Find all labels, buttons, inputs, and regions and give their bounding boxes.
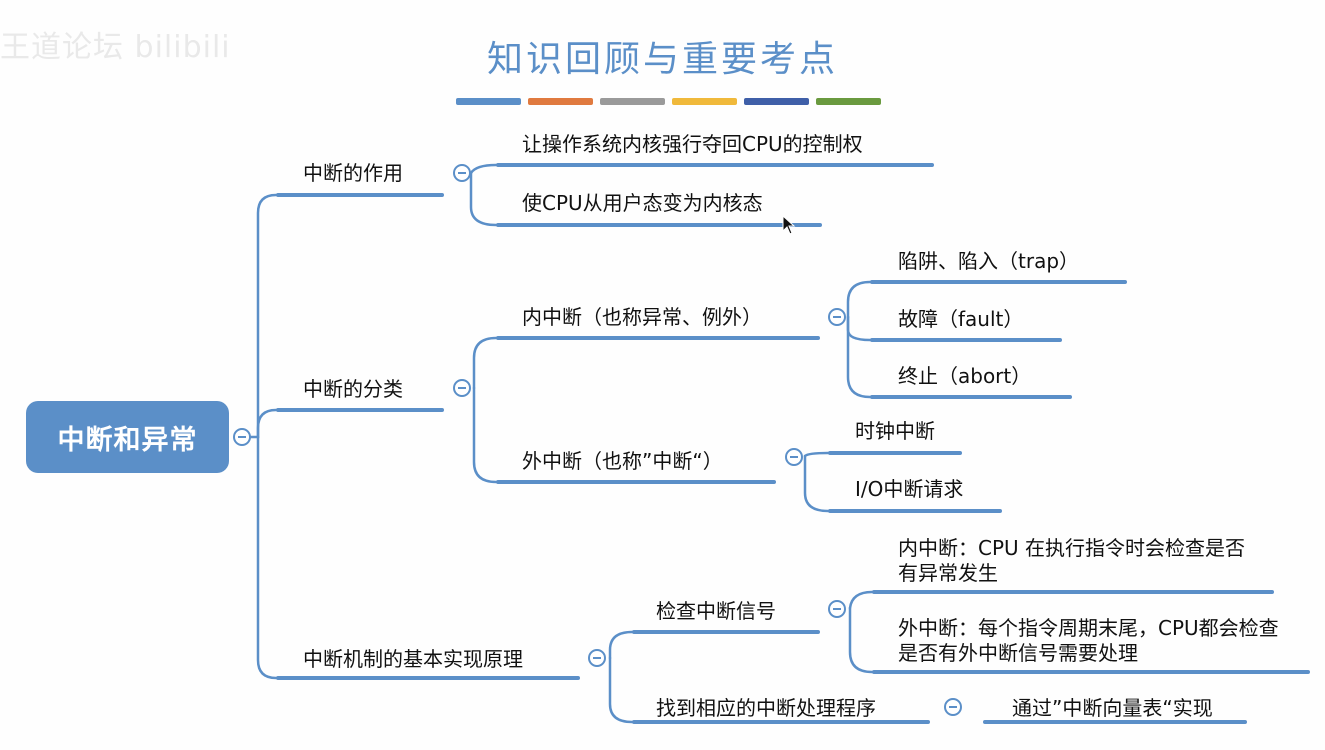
curve-mech-handler	[608, 656, 634, 724]
collapse-classification-icon[interactable]	[453, 379, 471, 397]
curve-root-role	[240, 193, 278, 439]
curve-class-external	[472, 386, 498, 484]
node-external-interrupt[interactable]: 外中断（也称”中断“）	[522, 449, 723, 473]
collapse-internal-icon[interactable]	[828, 308, 846, 326]
node-trap[interactable]: 陷阱、陷入（trap）	[898, 249, 1080, 273]
swatch-orange	[528, 98, 593, 105]
node-check-internal[interactable]: 内中断：CPU 在执行指令时会检查是否有异常发生	[898, 536, 1246, 585]
slide-title: 知识回顾与重要考点	[486, 39, 838, 80]
node-vector-table[interactable]: 通过”中断向量表“实现	[1012, 696, 1213, 720]
curve-root-classification	[256, 408, 278, 439]
node-role-item-1[interactable]: 让操作系统内核强行夺回CPU的控制权	[522, 132, 863, 156]
node-role-item-2[interactable]: 使CPU从用户态变为内核态	[522, 191, 763, 215]
curve-internal-trap	[846, 280, 872, 319]
node-check-signal[interactable]: 检查中断信号	[656, 599, 776, 623]
node-mechanism[interactable]: 中断机制的基本实现原理	[303, 647, 523, 671]
mouse-cursor-icon	[782, 215, 796, 235]
collapse-check-icon[interactable]	[828, 600, 846, 618]
collapse-handler-icon[interactable]	[944, 698, 962, 716]
curve-check-external	[848, 606, 874, 674]
node-underlines	[276, 163, 1310, 724]
swatch-gray	[600, 98, 665, 105]
curve-internal-abort	[846, 315, 872, 399]
curve-role-item1	[469, 163, 498, 175]
curve-class-internal	[472, 336, 498, 390]
watermark: 王道论坛 bilibili	[0, 30, 231, 65]
node-clock-interrupt[interactable]: 时钟中断	[855, 419, 935, 443]
collapse-root-icon[interactable]	[233, 428, 251, 446]
collapse-mechanism-icon[interactable]	[588, 649, 606, 667]
curve-external-io	[803, 454, 830, 513]
swatch-yellow	[672, 98, 737, 105]
curve-role-item2	[469, 171, 498, 227]
node-abort[interactable]: 终止（abort）	[898, 364, 1032, 388]
curve-check-internal	[848, 590, 874, 610]
color-swatches	[456, 98, 881, 105]
node-io-interrupt[interactable]: I/O中断请求	[855, 477, 964, 501]
collapse-external-icon[interactable]	[785, 448, 803, 466]
node-handler[interactable]: 找到相应的中断处理程序	[656, 696, 876, 720]
curve-internal-fault	[846, 315, 872, 342]
swatch-green	[816, 98, 881, 105]
swatch-blue	[456, 98, 521, 105]
swatch-navy	[744, 98, 809, 105]
root-node[interactable]: 中断和异常	[26, 401, 229, 473]
node-classification[interactable]: 中断的分类	[303, 377, 403, 401]
node-role[interactable]: 中断的作用	[303, 161, 403, 185]
branch-curves	[240, 163, 874, 724]
node-check-external[interactable]: 外中断：每个指令周期末尾，CPU都会检查是否有外中断信号需要处理	[898, 616, 1279, 665]
collapse-role-icon[interactable]	[453, 164, 471, 182]
curve-root-mechanism	[256, 435, 278, 680]
node-internal-interrupt[interactable]: 内中断（也称异常、例外）	[522, 305, 762, 329]
curve-external-clock	[803, 451, 830, 458]
node-fault[interactable]: 故障（fault）	[898, 307, 1024, 331]
curve-mech-check	[608, 630, 634, 660]
